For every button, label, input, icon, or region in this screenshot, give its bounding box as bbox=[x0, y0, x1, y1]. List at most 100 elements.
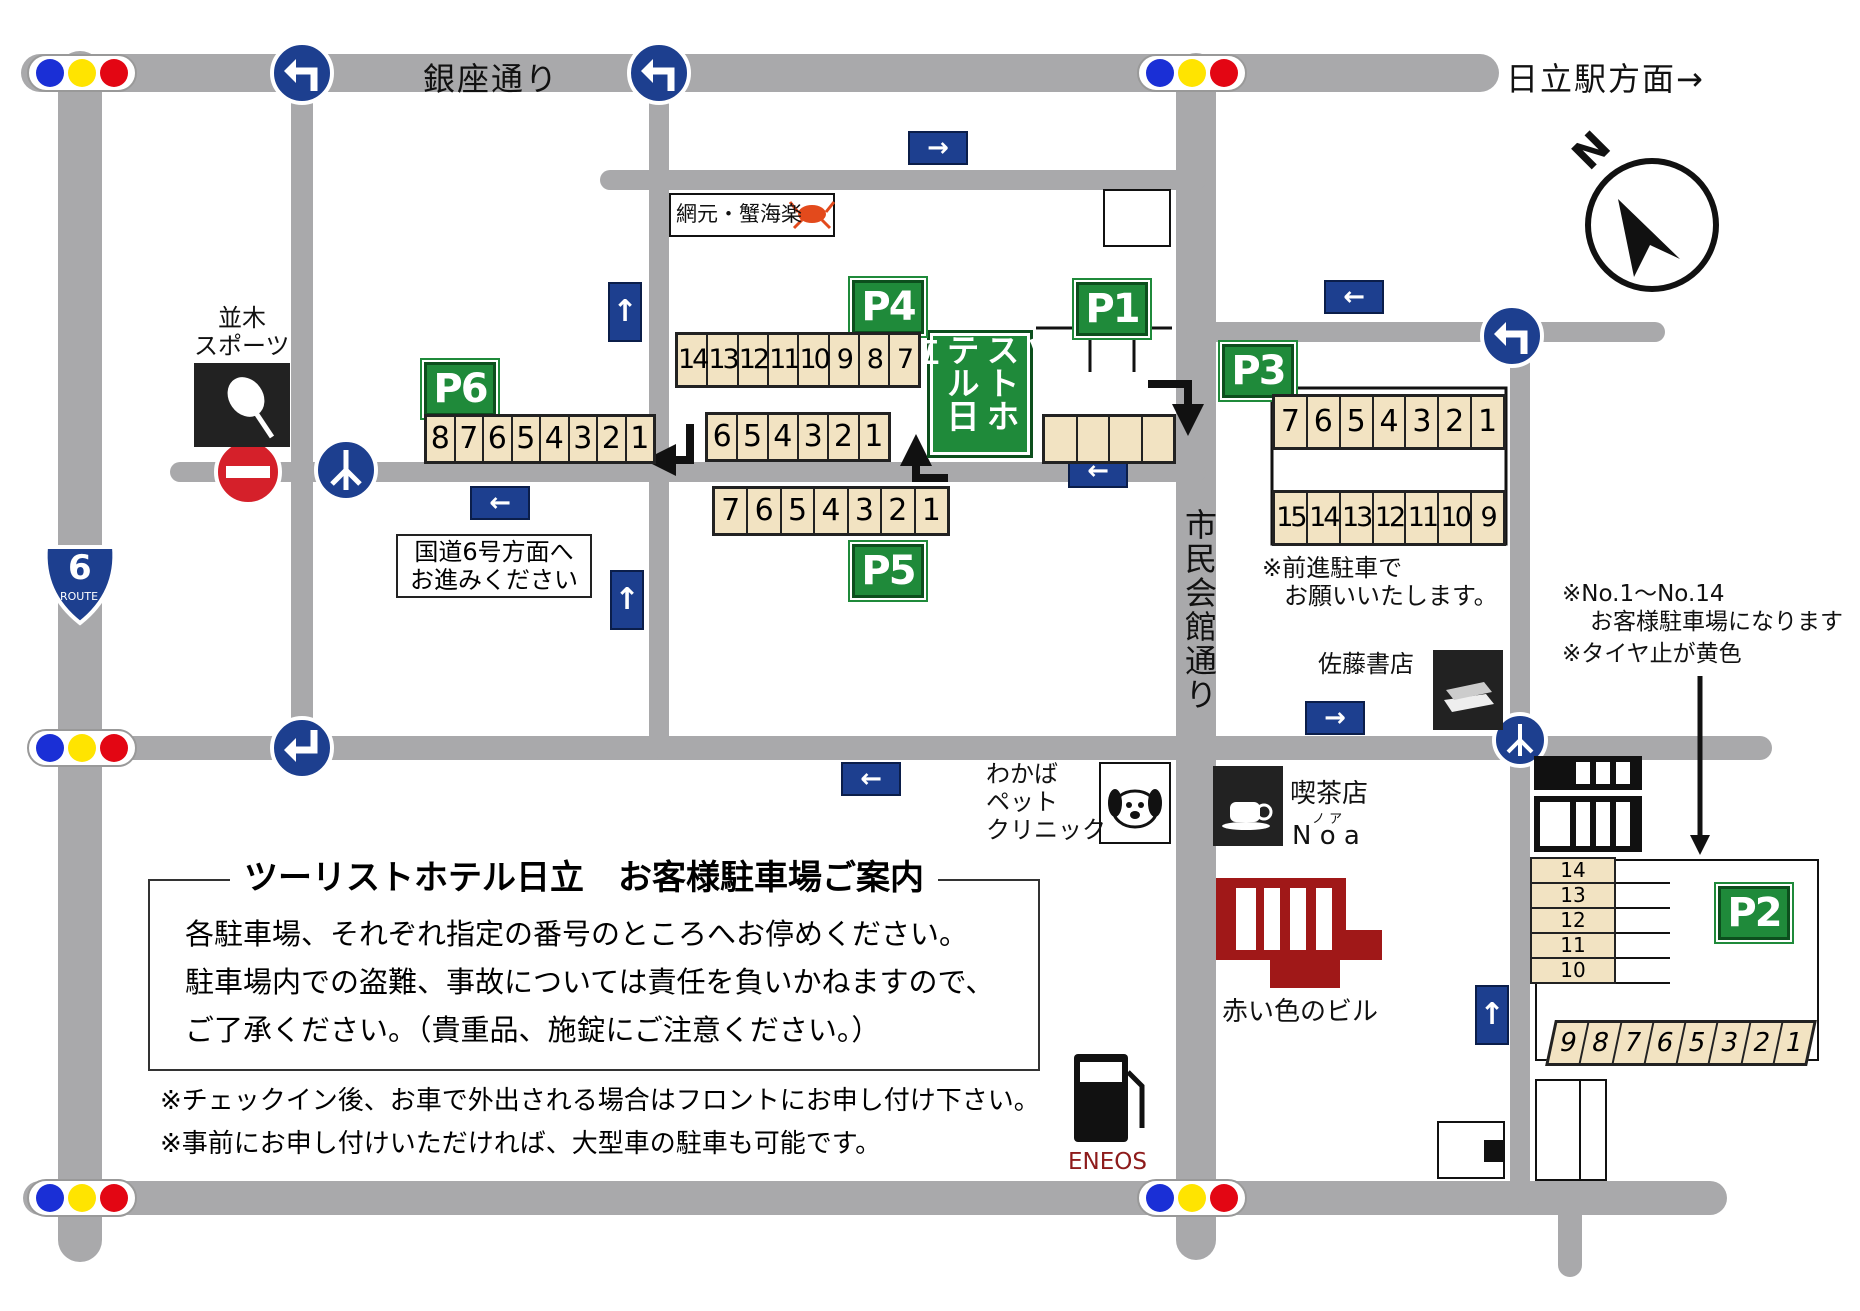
parking-slot: 13 bbox=[708, 335, 740, 385]
parking-slot: 3 bbox=[570, 417, 598, 461]
wakaba-label-2: ペット bbox=[986, 788, 1058, 816]
turn-left-sign-icon bbox=[1480, 304, 1544, 368]
parking-slot: 10 bbox=[799, 335, 831, 385]
p4-top-row: 14 13 12 11 10 9 8 7 bbox=[675, 332, 921, 388]
p2-vertical-slots: 14 13 12 11 10 bbox=[1530, 857, 1616, 984]
parking-slot: 5 bbox=[1341, 397, 1374, 447]
one-way-arrow-icon: ↑ bbox=[1475, 985, 1509, 1045]
amimoto-label: 網元・蟹海楽 bbox=[676, 202, 802, 226]
parking-slot: 4 bbox=[815, 489, 849, 533]
route6-number: 6 bbox=[68, 548, 92, 588]
turn-left-sign-icon bbox=[270, 41, 334, 105]
p2-note-3: ※タイヤ止が黄色 bbox=[1562, 641, 1742, 667]
info-line-2: 駐車場内での盗難、事故については責任を負いかねますので、 bbox=[185, 965, 995, 999]
parking-slot: 8 bbox=[860, 335, 890, 385]
parking-slot bbox=[1143, 417, 1174, 461]
parking-slot: 5 bbox=[513, 417, 541, 461]
hotel-sign: ツーリストホテル日立 bbox=[901, 330, 1060, 458]
sato-shoten-label: 佐藤書店 bbox=[1318, 650, 1414, 678]
street-ginza: 銀座通り bbox=[423, 60, 560, 98]
parking-slot: 6 bbox=[748, 489, 782, 533]
parking-slot: 2 bbox=[882, 489, 916, 533]
parking-slot: 15 bbox=[1275, 493, 1308, 543]
p6-row: 8 7 6 5 4 3 2 1 bbox=[424, 414, 656, 464]
p4-bottom-row: 6 5 4 3 2 1 bbox=[705, 412, 891, 462]
parking-slot: 12 bbox=[1374, 493, 1407, 543]
info-note-2: ※事前にお申し付けいただければ、大型車の駐車も可能です。 bbox=[160, 1129, 882, 1159]
parking-slot bbox=[1110, 417, 1143, 461]
parking-slot: 9 bbox=[1480, 502, 1497, 533]
direction-hitachi-station: 日立駅方面→ bbox=[1506, 60, 1705, 98]
one-way-arrow-icon: ↑ bbox=[610, 570, 644, 630]
parking-slot: 7 bbox=[896, 344, 914, 375]
parking-slot: 5 bbox=[738, 415, 769, 459]
compass-icon bbox=[1585, 158, 1719, 292]
info-line-3: ご了承ください。（貴重品、施錠にご注意ください。） bbox=[185, 1013, 881, 1047]
p3-note-2: お願いいたします。 bbox=[1284, 582, 1498, 610]
parking-slot: 11 bbox=[769, 335, 800, 385]
p3-bottom-row: 15 14 13 12 11 10 9 bbox=[1272, 490, 1506, 546]
parking-slot: 10 bbox=[1560, 958, 1586, 982]
route6-word: ROUTE bbox=[60, 590, 99, 603]
parking-slot: 4 bbox=[769, 415, 799, 459]
parking-slot: 7 bbox=[1275, 397, 1308, 447]
parking-slot: 4 bbox=[1374, 397, 1407, 447]
parking-slot: 5 bbox=[782, 489, 816, 533]
street-shimin-kaikan: 市民会館通り bbox=[1180, 508, 1218, 712]
p6-badge: P6 bbox=[424, 362, 496, 416]
parking-slot: 13 bbox=[1341, 493, 1374, 543]
p2-bottom-row: 9 8 7 6 5 3 2 1 bbox=[1545, 1020, 1817, 1066]
coffee-cup-icon bbox=[1213, 766, 1283, 846]
p4-badge: P4 bbox=[852, 280, 924, 334]
parking-slot: 9 bbox=[830, 335, 860, 385]
parking-slot: 1 bbox=[630, 421, 650, 456]
building bbox=[1103, 189, 1171, 247]
parking-slot: 2 bbox=[598, 417, 627, 461]
eneos-label: ENEOS bbox=[1068, 1149, 1147, 1175]
red-building-label: 赤い色のビル bbox=[1222, 997, 1379, 1027]
p2-badge: P2 bbox=[1718, 886, 1790, 940]
parking-slot: 11 bbox=[1406, 493, 1440, 543]
crab-icon bbox=[788, 201, 836, 230]
parking-slot: 14 bbox=[1532, 859, 1614, 884]
parking-slot: 10 bbox=[1439, 493, 1473, 543]
one-way-arrow-icon: → bbox=[1305, 701, 1365, 735]
p2-lot bbox=[1437, 756, 1819, 1181]
parking-slot: 14 bbox=[1308, 493, 1341, 543]
parking-slot: 1 bbox=[1478, 404, 1498, 439]
one-way-arrow-icon: ← bbox=[841, 762, 901, 796]
namiki-label-2: スポーツ bbox=[194, 332, 290, 360]
red-building bbox=[1216, 878, 1382, 988]
p2-note-1: ※No.1～No.14 bbox=[1562, 581, 1725, 607]
parking-slot bbox=[1078, 417, 1110, 461]
p1-badge: P1 bbox=[1076, 282, 1148, 336]
gas-pump-icon bbox=[1074, 1054, 1145, 1142]
kissaten-label: 喫茶店 bbox=[1290, 779, 1369, 809]
parking-slot: 1 bbox=[864, 419, 884, 454]
parking-slot: 1 bbox=[921, 493, 941, 528]
turn-arrow bbox=[900, 434, 948, 482]
turn-arrow bbox=[1148, 380, 1204, 436]
info-note-1: ※チェックイン後、お車で外出される場合はフロントにお申し付け下さい。 bbox=[160, 1086, 1040, 1116]
parking-slot: 12 bbox=[739, 335, 770, 385]
parking-slot: 3 bbox=[799, 415, 830, 459]
parking-slot: 4 bbox=[541, 417, 570, 461]
diverge-sign-icon bbox=[1492, 712, 1548, 768]
route6-direction-note: 国道6号方面へ お進みください bbox=[396, 534, 592, 598]
parking-slot: 13 bbox=[1532, 884, 1614, 909]
p3-top-row: 7 6 5 4 3 2 1 bbox=[1272, 394, 1506, 450]
traffic-light-icon bbox=[27, 1179, 137, 1217]
wakaba-label-3: クリニック bbox=[986, 816, 1106, 844]
p3-badge: P3 bbox=[1222, 344, 1294, 398]
dog-icon bbox=[1099, 762, 1171, 844]
traffic-light-icon bbox=[1137, 1179, 1247, 1217]
parking-slot: 6 bbox=[708, 415, 739, 459]
tennis-racket-icon bbox=[194, 363, 290, 447]
wakaba-label-1: わかば bbox=[986, 760, 1058, 788]
one-way-arrow-icon: ↑ bbox=[608, 282, 642, 342]
parking-slot: 6 bbox=[484, 417, 513, 461]
info-line-1: 各駐車場、それぞれ指定の番号のところへお停めください。 bbox=[185, 917, 969, 951]
p5-badge: P5 bbox=[852, 544, 924, 598]
turn-left-down-sign-icon bbox=[270, 716, 334, 780]
